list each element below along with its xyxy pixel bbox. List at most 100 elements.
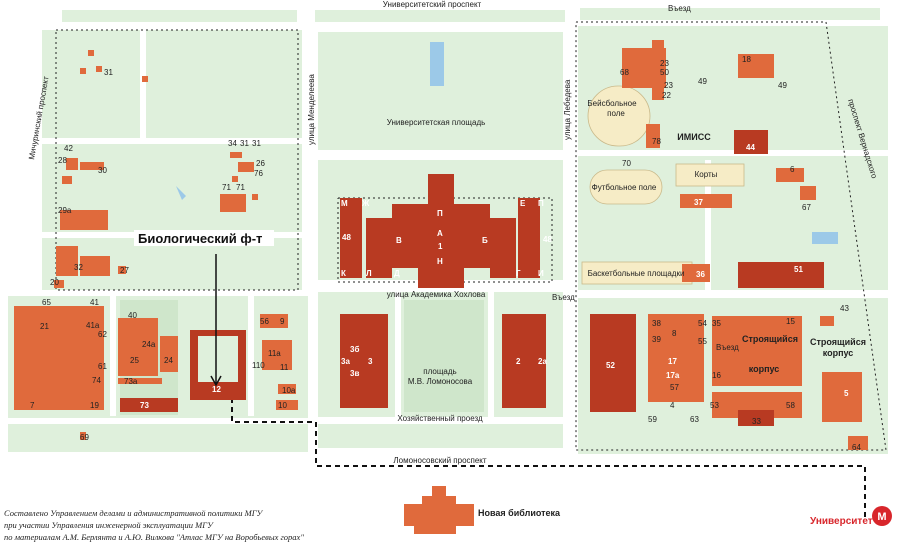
building-number: 12 xyxy=(212,385,221,394)
street-khokhlova: улица Академика Хохлова xyxy=(387,290,486,299)
building-number: 50 xyxy=(660,68,669,77)
main-building-letter: Л xyxy=(366,269,372,278)
building-number: 56 xyxy=(260,317,269,326)
entry-mid-label: Въезд xyxy=(552,293,575,302)
building-number: 23 xyxy=(660,59,669,68)
building-number: 11 xyxy=(280,363,289,372)
building-number: 24 xyxy=(164,356,173,365)
construction-label-3: Строящийся xyxy=(810,337,866,347)
construction-label-4: корпус xyxy=(823,348,854,358)
main-building-letters: М Ж Е П В Б К Л Д Г И П А 1 Н xyxy=(341,199,544,278)
building-numbers: 31 42 28 30 29а 32 27 20 34 31 31 26 76 … xyxy=(30,55,861,452)
football-label: Футбольное поле xyxy=(592,183,657,192)
main-building-letter: Б xyxy=(482,236,488,245)
building-number: 22 xyxy=(662,91,671,100)
building-number: 78 xyxy=(652,137,661,146)
main-building-letter: Е xyxy=(520,199,526,208)
main-building-letter: П xyxy=(437,209,443,218)
building-number: 10а xyxy=(282,386,296,395)
street-lomonosovsky: Ломоносовский проспект xyxy=(393,456,486,465)
baseball-label-1: Бейсбольное xyxy=(587,99,637,108)
building-number: 2а xyxy=(538,357,547,366)
sports-fields xyxy=(176,42,838,285)
building-number: 64 xyxy=(852,443,861,452)
building-number: 73 xyxy=(140,401,149,410)
building-number: 23 xyxy=(664,81,673,90)
walking-route xyxy=(231,398,866,520)
building-number: 31 xyxy=(104,68,113,77)
credit-line-2: при участии Управления инженерной эксплу… xyxy=(4,520,213,530)
street-khozyaystvenny: Хозяйственный проезд xyxy=(397,414,483,423)
building-number: 58 xyxy=(786,401,795,410)
building-number: 27 xyxy=(120,266,129,275)
campus-boundaries xyxy=(55,21,887,451)
building-number: 76 xyxy=(254,169,263,178)
building-number: 44 xyxy=(746,143,755,152)
building-number: 3в xyxy=(350,369,359,378)
building-number: 31 xyxy=(240,139,249,148)
street-mendeleeva: улица Менделеева xyxy=(307,74,316,145)
building-number: 70 xyxy=(622,159,631,168)
building-number: 48 xyxy=(342,233,351,242)
building-number: 4 xyxy=(670,401,675,410)
building-number: 53 xyxy=(710,401,719,410)
entry-top-label: Въезд xyxy=(668,4,691,13)
building-number: 37 xyxy=(694,198,703,207)
building-number: 43 xyxy=(840,304,849,313)
building-number: 9 xyxy=(280,317,285,326)
main-building-letter: М xyxy=(341,199,348,208)
street-universitetsky: Университетский проспект xyxy=(383,0,482,9)
building-number: 65 xyxy=(42,298,51,307)
building-number: 5 xyxy=(844,389,849,398)
construction-label-2: корпус xyxy=(749,364,780,374)
building-number: 26 xyxy=(256,159,265,168)
building-number: 36 xyxy=(696,270,705,279)
baseball-label-2: поле xyxy=(607,109,625,118)
building-number: 42 xyxy=(64,144,73,153)
building-number: 35 xyxy=(712,319,721,328)
building-number: 2 xyxy=(516,357,521,366)
building-number: 41а xyxy=(86,321,100,330)
main-building-letter: Ж xyxy=(361,199,370,208)
main-building-letter: В xyxy=(396,236,402,245)
metro-m: М xyxy=(877,511,886,523)
building-number: 32 xyxy=(74,263,83,272)
building-number: 68 xyxy=(620,68,629,77)
building-number: 30 xyxy=(98,166,107,175)
buildings xyxy=(14,40,868,534)
main-building-letter: 1 xyxy=(438,242,443,251)
building-number: 3б xyxy=(350,345,359,354)
main-building-letter: К xyxy=(341,269,346,278)
building-number: 73а xyxy=(124,377,138,386)
imiss-label: ИМИСС xyxy=(677,132,711,142)
building-number: 3 xyxy=(368,357,373,366)
construction-label-1: Строящийся xyxy=(742,334,798,344)
building-number: 7 xyxy=(30,401,35,410)
building-number: 41 xyxy=(90,298,99,307)
main-building-letter: Г xyxy=(516,269,521,278)
building-number: 57 xyxy=(670,383,679,392)
building-number: 59 xyxy=(648,415,657,424)
building-number: 69 xyxy=(80,433,89,442)
building-number: 63 xyxy=(690,415,699,424)
building-number: 24а xyxy=(142,340,156,349)
building-number: 3а xyxy=(341,357,350,366)
lomonosov-square-2: М.В. Ломоносова xyxy=(408,377,473,386)
building-number: 71 xyxy=(236,183,245,192)
main-building-letter: П xyxy=(538,199,544,208)
credit-line-1: Составлено Управлением делами и админист… xyxy=(4,508,263,518)
bio-faculty-label: Биологический ф-т xyxy=(138,231,262,246)
building-number: 6 xyxy=(790,165,795,174)
building-number: 61 xyxy=(98,362,107,371)
courts-label: Корты xyxy=(695,170,718,179)
metro-icon xyxy=(872,506,892,526)
building-number: 34 xyxy=(228,139,237,148)
street-labels: Университетский проспект Университетская… xyxy=(27,0,879,465)
main-building-letter: Н xyxy=(437,257,443,266)
library-label: Новая библиотека xyxy=(478,508,561,518)
building-number: 55 xyxy=(698,337,707,346)
street-lebedeva: улица Лебедева xyxy=(563,79,572,140)
building-number: 49 xyxy=(778,81,787,90)
